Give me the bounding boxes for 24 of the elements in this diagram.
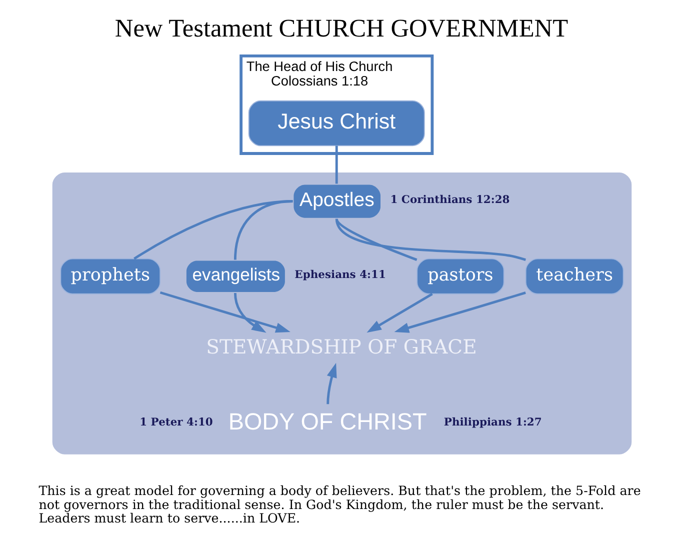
cluster (52, 172, 632, 454)
node-box: prophets (60, 258, 160, 294)
connector (334, 218, 526, 261)
arrow (159, 291, 290, 333)
connector (233, 200, 292, 260)
node-label: 1 Peter 4:10 (139, 415, 212, 428)
node-label: Philippians 1:27 (443, 415, 542, 428)
node-box: Jesus Christ (248, 100, 424, 146)
node-label: Ephesians 4:11 (294, 268, 386, 282)
node-text: BODY OF CHRIST (228, 408, 426, 435)
node-text: STEWARDSHIP OF GRACE (206, 335, 476, 358)
arrow (233, 292, 266, 333)
node-label: 1 Corinthians 12:28 (390, 193, 510, 206)
caption: This is a great model for governing a body of believers. But that's the problem, the 5-Fold are not governors in the traditional sense. In God's Kingdom, the ruler must be the servant. Leaders must learn to serve......in LOVE. (38, 483, 640, 526)
connector (334, 146, 338, 184)
arrow (394, 292, 526, 333)
node-box: teachers (524, 258, 624, 294)
arrow (366, 292, 432, 333)
node-box: evangelists (186, 260, 284, 292)
connector (133, 200, 292, 260)
diagram-title: New Testament CHURCH GOVERNMENT (114, 14, 568, 42)
node-box: Apostles (293, 184, 380, 218)
arrow (326, 362, 336, 404)
node-box: pastors (416, 258, 504, 294)
